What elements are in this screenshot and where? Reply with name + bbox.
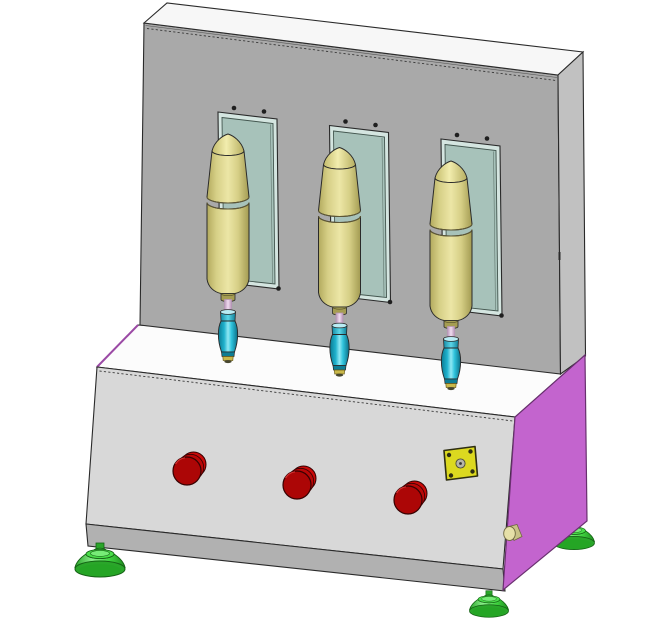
bench-kick-strip: [85, 523, 506, 592]
back-panel-side: [557, 50, 587, 376]
bench-front-stitch-line: [99, 370, 514, 422]
bench-top-left-edge: [96, 324, 139, 368]
screw-icon: [448, 473, 454, 478]
connector-face: [503, 526, 516, 541]
leveling-foot-front-right: [469, 590, 509, 618]
side-panel-purple: [502, 353, 588, 592]
back-panel-chamfer-line: [145, 25, 558, 78]
screw-icon: [468, 449, 473, 454]
bearing-plate: [443, 445, 479, 481]
screw-icon: [446, 452, 452, 458]
side-connector: [503, 524, 523, 542]
screw-icon: [470, 469, 475, 474]
bearing-plate-hub-dot: [459, 462, 462, 465]
back-panel-stitch-line: [146, 28, 557, 81]
